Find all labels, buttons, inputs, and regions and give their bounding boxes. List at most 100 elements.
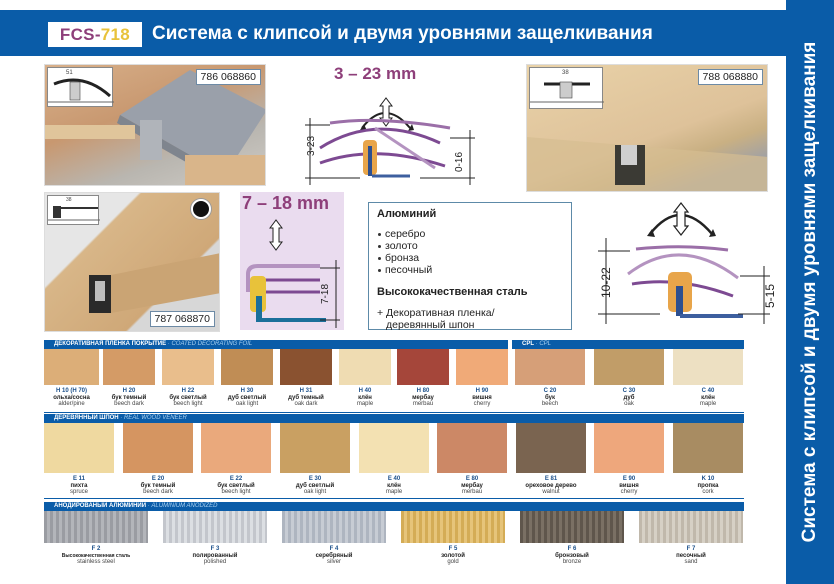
- swatch-image: [282, 511, 386, 543]
- swatch-image: [594, 349, 664, 385]
- section-title-ru: ДЕРЕВЯННЫЙ ШПОН: [54, 415, 119, 421]
- section-title-ru: АНОДИРОВАНЫЙ АЛЮМИНИЙ: [54, 503, 147, 509]
- right-dim: 5-15: [763, 284, 777, 308]
- swatch-name-ru: серебряный: [315, 553, 353, 559]
- swatch-name-ru: пропка: [697, 483, 719, 489]
- swatch-name-en: cherry: [473, 401, 491, 407]
- swatch-image: [359, 423, 429, 473]
- swatch-code: C 30: [622, 388, 636, 394]
- section-title-ru: CPL: [522, 341, 534, 347]
- swatch-name-en: beech light: [173, 401, 203, 407]
- swatch-image: [103, 349, 155, 385]
- swatch-image: [673, 423, 743, 473]
- swatch-name-ru: ореховое дерево: [525, 483, 577, 489]
- swatch-name-en: alder/pine: [58, 401, 85, 407]
- swatch-image: [163, 511, 267, 543]
- finish-item: серебро: [377, 228, 563, 240]
- swatch-name-en: oak: [624, 401, 634, 407]
- extra-option-line: + Декоративная пленка/: [377, 307, 495, 319]
- swatch-code: F 4: [329, 546, 339, 552]
- inset-dimension: 38: [562, 70, 569, 76]
- inset-cross-section: 38: [47, 195, 100, 225]
- swatch-name-ru: мербау: [412, 395, 434, 401]
- swatch-code: F 3: [210, 546, 220, 552]
- section-header-cpl: CPL · CPL: [512, 340, 744, 349]
- swatch-name-en: polished: [203, 559, 227, 565]
- swatch-name-ru: бронзовый: [555, 553, 589, 559]
- model-badge: FCS-718: [48, 22, 142, 47]
- swatch-image: [437, 423, 507, 473]
- swatch-code: H 80: [416, 388, 430, 394]
- swatch-name-ru: пихта: [70, 483, 88, 489]
- left-dim: 3-23: [306, 136, 317, 156]
- swatch-image: [280, 349, 332, 385]
- swatch-image: [639, 511, 743, 543]
- section-title-en: · ALUMINIUM ANODIZED: [146, 503, 218, 509]
- swatch-name-ru: вишня: [619, 483, 639, 489]
- inset-cross-section: 51: [47, 67, 114, 107]
- section-header-foil: ДЕКОРАТИВНАЯ ПЛЁНКА ПОКРЫТИЕ · COATED DE…: [44, 340, 508, 349]
- swatch-name-ru: дуб темный: [288, 395, 324, 401]
- swatch-name-en: maple: [385, 489, 403, 495]
- extra-option-line: деревянный шпон: [386, 319, 475, 331]
- steel-heading: Высококачественная сталь: [377, 286, 528, 298]
- range-label: 3 – 23 mm: [334, 64, 417, 83]
- swatch-name-ru: золотой: [441, 553, 465, 559]
- swatch-name-ru: полированный: [192, 553, 238, 559]
- swatch-image: [673, 349, 743, 385]
- swatch-code: E 90: [622, 476, 636, 482]
- swatch-code: F 2: [91, 546, 101, 552]
- swatch-code: F 7: [686, 546, 696, 552]
- swatch-image: [162, 349, 214, 385]
- swatch-image: [456, 349, 508, 385]
- inset-dimension: 51: [66, 70, 73, 76]
- swatch-code: H 10 (H 70): [55, 388, 87, 394]
- swatch-code: H 31: [299, 388, 313, 394]
- swatch-name-ru: дуб светлый: [295, 483, 335, 489]
- sidebar-title: Система с клипсой и двумя уровнями защел…: [799, 41, 820, 543]
- swatch-code: E 80: [465, 476, 479, 482]
- badge-number: 718: [100, 25, 131, 44]
- quality-seal-icon: [191, 199, 211, 219]
- inset-cross-section: 38: [529, 67, 604, 109]
- swatch-code: E 11: [72, 476, 85, 482]
- swatch-name-en: bronze: [562, 559, 582, 565]
- swatch-image: [44, 349, 99, 385]
- swatch-name-en: oak light: [303, 489, 327, 495]
- swatch-image: [401, 511, 505, 543]
- swatch-code: E 22: [229, 476, 243, 482]
- swatch-name-en: merbau: [412, 401, 434, 407]
- swatch-code: E 20: [151, 476, 165, 482]
- swatch-name-ru: бук светлый: [169, 395, 207, 401]
- product-photo-786: 51 786 068860: [44, 64, 266, 186]
- swatch-code: H 90: [475, 388, 489, 394]
- swatch-name-en: beech light: [221, 489, 251, 495]
- swatch-image: [339, 349, 391, 385]
- swatch-name-ru: дуб светлый: [227, 395, 267, 401]
- swatch-name-en: cherry: [620, 489, 638, 495]
- product-photo-788: 38 788 068880: [526, 64, 768, 192]
- swatch-name-ru: вишня: [472, 395, 492, 401]
- swatch-name-ru: бук светлый: [217, 483, 255, 489]
- swatch-name-en: sand: [684, 559, 698, 565]
- divider: [44, 412, 744, 413]
- range-label: 7 – 18 mm: [242, 193, 330, 213]
- product-code: 788 068880: [697, 69, 763, 85]
- swatch-name-ru: клён: [701, 395, 715, 401]
- divider: [44, 498, 744, 499]
- materials-info-box: Алюминий серебро золото бронза песочный …: [368, 202, 572, 331]
